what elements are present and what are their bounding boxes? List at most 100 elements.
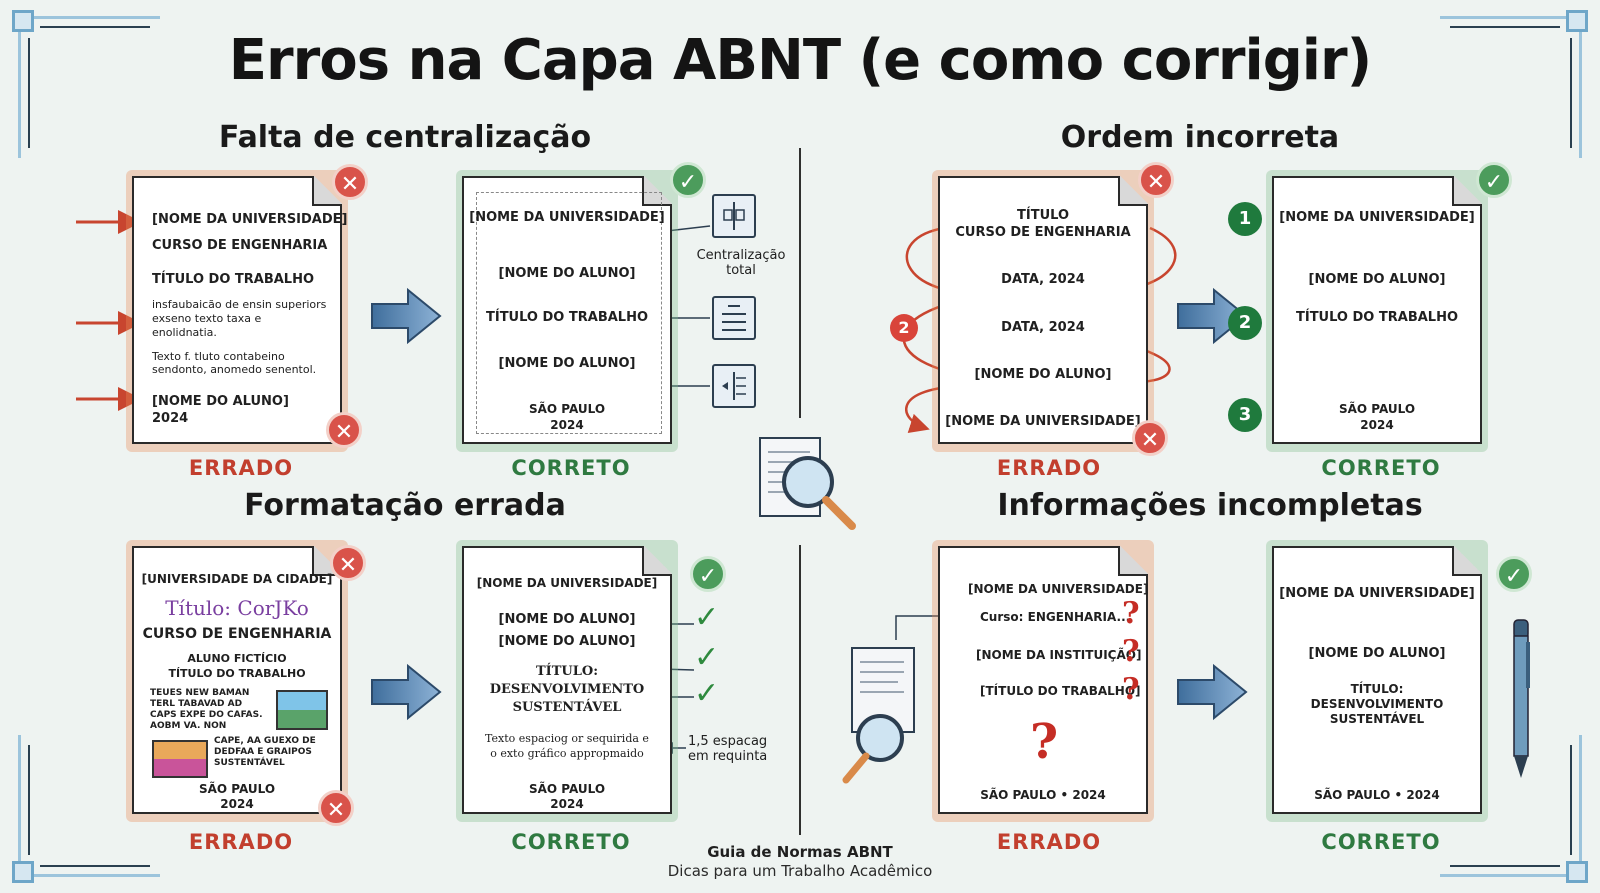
doc-body-text: Texto f. tluto contabeino sendonto, anom… bbox=[152, 350, 317, 376]
section-title-informacoes: Informações incompletas bbox=[997, 488, 1423, 523]
document-fold bbox=[1118, 546, 1148, 576]
document-wrong-informacoes bbox=[938, 546, 1148, 814]
step-number: 3 bbox=[1228, 398, 1262, 432]
doc-line: 2024 bbox=[1360, 418, 1394, 432]
centering-guide-box bbox=[476, 192, 662, 434]
check-icon: ✓ bbox=[690, 556, 726, 592]
blue-arrow-informacoes bbox=[1177, 663, 1248, 721]
frame-corner-bottom-right bbox=[1440, 735, 1590, 885]
doc-line: [NOME DO ALUNO] bbox=[498, 266, 636, 281]
document-right-centralizacao bbox=[462, 176, 672, 444]
footer-subtitle: Dicas para um Trabalho Acadêmico bbox=[667, 862, 933, 880]
checkmark-icon: ✓ bbox=[694, 640, 720, 675]
check-icon: ✓ bbox=[670, 162, 706, 198]
check-icon: ✓ bbox=[1476, 162, 1512, 198]
doc-line: [NOME DO ALUNO] bbox=[152, 394, 289, 409]
x-icon: ✕ bbox=[326, 412, 362, 448]
align-lines-icon bbox=[712, 296, 756, 340]
vertical-divider-bottom bbox=[799, 545, 801, 835]
section-title-centralizacao: Falta de centralização bbox=[218, 120, 592, 155]
x-icon: ✕ bbox=[330, 545, 366, 581]
doc-line: CURSO DE ENGENHARIA bbox=[142, 626, 332, 642]
image-placeholder-icon bbox=[276, 690, 328, 730]
frame-corner-top-left bbox=[10, 8, 160, 158]
label-correct: CORRETO bbox=[1321, 456, 1441, 480]
label-correct: CORRETO bbox=[1321, 830, 1441, 854]
document-fold bbox=[642, 546, 672, 576]
doc-line: CURSO DE ENGENHARIA bbox=[152, 238, 328, 253]
doc-body-text: o exto gráfico appropmaido bbox=[490, 747, 644, 760]
doc-line: SÃO PAULO • 2024 bbox=[1314, 788, 1440, 802]
doc-line: TÍTULO: bbox=[1350, 682, 1404, 696]
doc-line: TÍTULO DO TRABALHO bbox=[152, 272, 315, 287]
doc-body-text: Texto espaciog or sequirida e bbox=[485, 732, 649, 745]
doc-line: [NOME DA UNIVERSIDADE] bbox=[1279, 210, 1475, 225]
text-align-icon bbox=[712, 364, 756, 408]
doc-line: TÍTULO: bbox=[535, 664, 599, 679]
document-fold bbox=[642, 176, 672, 206]
document-fold bbox=[1452, 176, 1482, 206]
doc-line: [NOME DO ALUNO] bbox=[498, 634, 636, 649]
doc-line: TÍTULO DO TRABALHO bbox=[1295, 310, 1459, 325]
section-title-ordem: Ordem incorreta bbox=[1060, 120, 1340, 155]
pen-icon bbox=[1506, 616, 1536, 782]
label-wrong: ERRADO bbox=[996, 830, 1102, 854]
document-right-formatacao bbox=[462, 546, 672, 814]
align-center-icon bbox=[712, 194, 756, 238]
doc-line: SÃO PAULO bbox=[1338, 402, 1416, 416]
doc-line: [NOME DO ALUNO] bbox=[1308, 272, 1446, 287]
doc-body-text: CAPE, AA GUEXO DE DEDFAA E GRAIPOS SUSTE… bbox=[214, 736, 316, 768]
footer-title: Guia de Normas ABNT bbox=[707, 843, 893, 861]
doc-line: [NOME DO ALUNO] bbox=[498, 612, 636, 627]
doc-line: 2024 bbox=[152, 411, 189, 426]
blue-arrow-formatacao bbox=[371, 663, 442, 721]
doc-line: SÃO PAULO bbox=[198, 782, 276, 796]
question-mark-icon: ? bbox=[1122, 672, 1140, 707]
doc-line: 2024 bbox=[550, 418, 584, 432]
document-wrong-ordem bbox=[938, 176, 1148, 444]
x-icon: ✕ bbox=[318, 790, 354, 826]
doc-line: SUSTENTÁVEL bbox=[512, 700, 622, 715]
step-number: 1 bbox=[1228, 202, 1262, 236]
document-fold bbox=[1452, 546, 1482, 576]
doc-line: [NOME DA UNIVERSIDADE] bbox=[1279, 586, 1475, 601]
doc-line: Curso: ENGENHARIA... bbox=[980, 610, 1131, 624]
doc-line: SÃO PAULO bbox=[528, 402, 606, 416]
document-right-ordem bbox=[1272, 176, 1482, 444]
blue-arrow-centralizacao bbox=[371, 287, 442, 345]
doc-line: DESENVOLVIMENTO bbox=[489, 682, 645, 697]
frame-corner-bottom-left bbox=[10, 735, 160, 885]
doc-line: 2024 bbox=[220, 797, 254, 811]
doc-line: DATA, 2024 bbox=[1001, 272, 1085, 287]
doc-line: TÍTULO bbox=[1017, 208, 1069, 223]
vertical-divider-top bbox=[799, 148, 801, 418]
doc-line: SÃO PAULO • 2024 bbox=[980, 788, 1106, 802]
section-title-formatacao: Formatação errada bbox=[244, 488, 566, 523]
question-mark-icon: ? bbox=[1030, 714, 1059, 770]
magnifier-document-icon bbox=[756, 434, 866, 534]
doc-line: [NOME DA UNIVERSIDADE] bbox=[469, 210, 665, 225]
image-placeholder-icon bbox=[152, 740, 208, 778]
doc-line: SUSTENTÁVEL bbox=[1329, 712, 1425, 726]
frame-corner-top-right bbox=[1440, 8, 1590, 158]
doc-line: [NOME DA UNIVERSIDADE] bbox=[968, 582, 1149, 596]
doc-line: [TÍTULO DO TRABALHO] bbox=[980, 684, 1141, 698]
doc-line: [NOME DA UNIVERSIDADE] bbox=[476, 576, 658, 590]
label-wrong: ERRADO bbox=[996, 456, 1102, 480]
doc-line: [NOME DO ALUNO] bbox=[498, 356, 636, 371]
doc-line: [UNIVERSIDADE DA CIDADE] bbox=[141, 572, 333, 586]
x-icon: ✕ bbox=[332, 164, 368, 200]
check-icon: ✓ bbox=[1496, 556, 1532, 592]
doc-decorative-title: Título: CorJKo bbox=[165, 596, 309, 620]
question-mark-icon: ? bbox=[1122, 634, 1140, 669]
document-wrong-centralizacao bbox=[132, 176, 342, 444]
page-title: Erros na Capa ABNT (e como corrigir) bbox=[228, 28, 1372, 93]
doc-line: [NOME DO ALUNO] bbox=[974, 367, 1112, 382]
doc-line: [NOME DA INSTITUIÇÃO] bbox=[976, 648, 1142, 662]
x-icon: ✕ bbox=[1132, 420, 1168, 456]
doc-line: SÃO PAULO bbox=[528, 782, 606, 796]
label-correct: CORRETO bbox=[511, 456, 631, 480]
label-correct: CORRETO bbox=[511, 830, 631, 854]
doc-body-text: insfaubaicão de ensin superiors exseno t… bbox=[152, 298, 327, 339]
document-right-informacoes bbox=[1272, 546, 1482, 814]
